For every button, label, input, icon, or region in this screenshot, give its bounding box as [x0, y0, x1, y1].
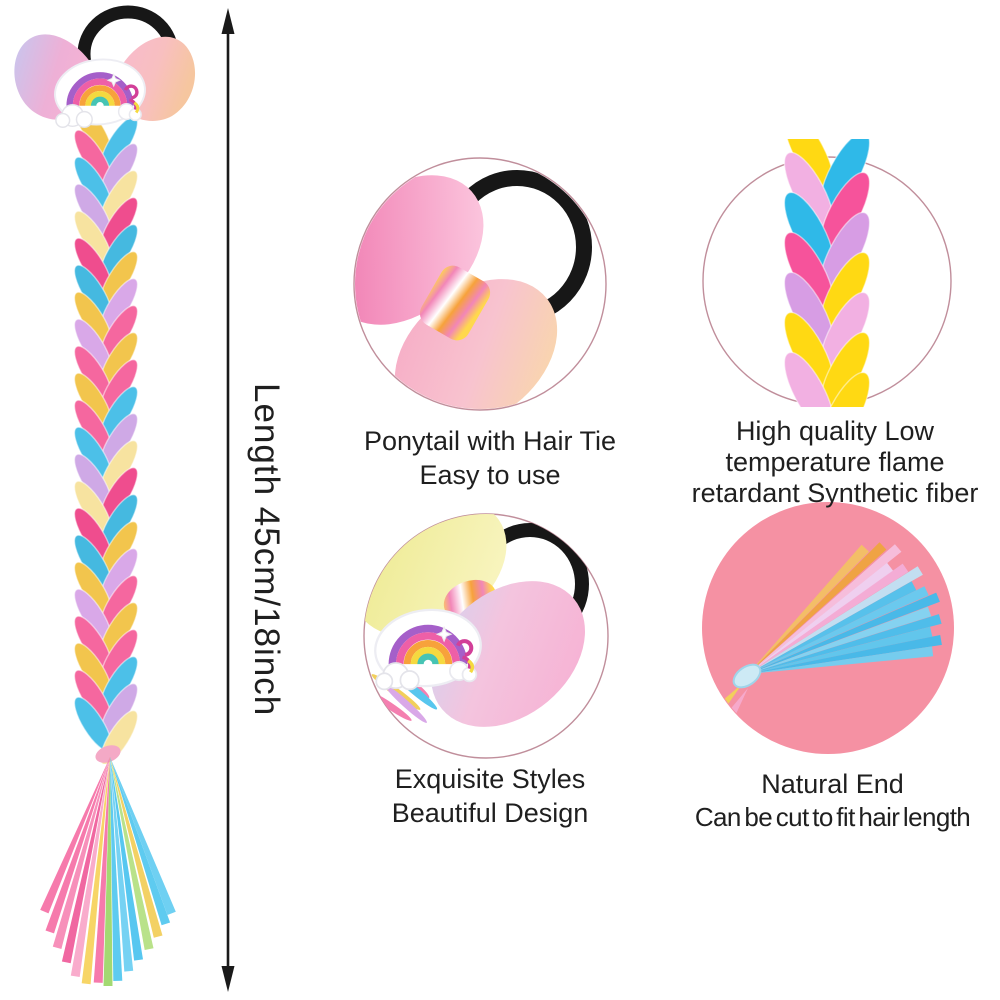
caption-hair-tie: Ponytail with Hair Tie Easy to use — [340, 424, 640, 492]
caption-natural-end: Natural End Can be cut to fit hair lengt… — [655, 768, 1000, 834]
caption-line: High quality Low — [735, 416, 935, 446]
arrowhead-up — [221, 8, 235, 34]
fan-tie-wrap — [732, 663, 762, 689]
braid-tie-wrap — [95, 745, 121, 763]
caption-line: Can be cut to fit hair length — [694, 802, 971, 832]
caption-line: Beautiful Design — [391, 798, 589, 828]
caption-line: Exquisite Styles — [394, 764, 586, 794]
feature-circle-natural-end — [702, 502, 954, 754]
caption-line: retardant Synthetic fiber — [691, 478, 979, 508]
caption-style: Exquisite Styles Beautiful Design — [340, 762, 640, 830]
caption-fiber: High quality Low temperature flame retar… — [670, 416, 1000, 509]
length-label: Length 45cm/18inch — [247, 383, 286, 717]
length-arrow — [221, 8, 235, 992]
feature-circle-hair-tie — [353, 157, 607, 411]
hair-end-fan — [748, 542, 942, 674]
bow-knot-wrap — [419, 265, 491, 341]
arrowhead-down — [221, 966, 235, 992]
caption-line: Natural End — [761, 769, 904, 799]
main-product-photo — [14, 5, 196, 986]
fan-tail — [728, 688, 748, 714]
feature-circle-style — [363, 513, 609, 759]
caption-line: temperature flame — [725, 447, 945, 477]
feature-circle-fiber — [702, 139, 952, 407]
braid-end-tassel — [40, 757, 176, 986]
rainbow-braid — [73, 112, 139, 764]
caption-line: Ponytail with Hair Tie — [363, 426, 617, 456]
braid-closeup — [783, 139, 871, 407]
caption-line: Easy to use — [419, 460, 561, 490]
bow-wing — [431, 581, 585, 727]
